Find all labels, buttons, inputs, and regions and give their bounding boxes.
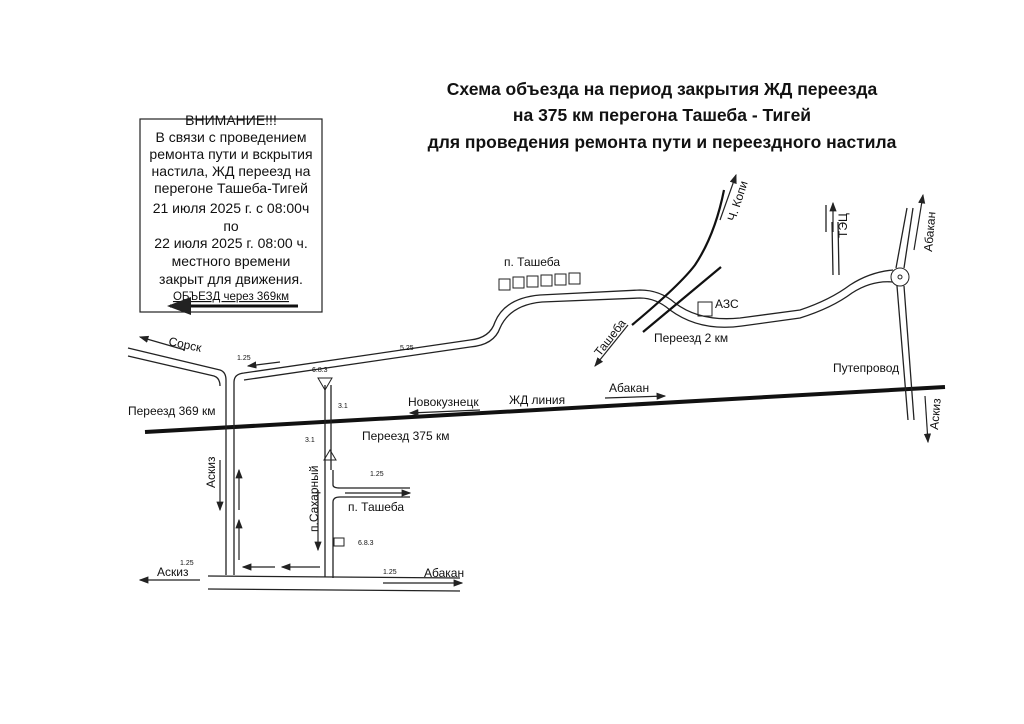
label-ch-kopi: Ч. Копи xyxy=(725,179,751,223)
sign-code: 1.25 xyxy=(383,569,397,576)
label-tasheba-village: п. Ташеба xyxy=(504,255,560,269)
road-sakharny xyxy=(324,470,410,578)
sign-plate-icon xyxy=(333,537,345,547)
warning-sign-icon xyxy=(323,449,337,461)
notice-line: 22 июля 2025 г. 08:00 ч. xyxy=(154,235,307,251)
label-sakharny: п.Сахарный xyxy=(307,466,321,532)
label-azs: АЗС xyxy=(715,297,739,311)
notice-line: настила, ЖД переезд на xyxy=(152,163,311,179)
label-askiz-bottom: Аскиз xyxy=(157,565,189,579)
notice-line: местного времени xyxy=(172,253,291,269)
label-abakan-north: Абакан xyxy=(921,211,938,252)
label-rail-line: ЖД линия xyxy=(509,393,565,407)
warning-sign-icon xyxy=(317,377,333,391)
title-line-1: Схема объезда на период закрытия ЖД пере… xyxy=(447,79,878,99)
label-abakan-bottom: Абакан xyxy=(424,566,464,580)
notice-heading: ВНИМАНИЕ!!! xyxy=(185,112,277,128)
label-overpass: Путепровод xyxy=(833,361,899,375)
road-tec xyxy=(825,205,840,276)
label-abakan-rail: Абакан xyxy=(609,381,649,395)
sign-code: 3.1 xyxy=(338,403,348,410)
notice-line: закрыт для движения. xyxy=(159,271,303,287)
title-line-2: на 375 км перегона Ташеба - Тигей xyxy=(513,105,811,125)
sign-code: 1.25 xyxy=(370,471,384,478)
label-askiz-vertical: Аскиз xyxy=(204,456,218,488)
sign-code: 6.8.3 xyxy=(312,367,328,374)
notice-line: В связи с проведением xyxy=(156,129,307,145)
roundabout xyxy=(890,267,910,287)
road-bottom xyxy=(207,575,461,592)
railway-line xyxy=(144,385,946,434)
gas-station-icon xyxy=(697,301,713,317)
notice-line: ремонта пути и вскрытия xyxy=(149,146,312,162)
label-crossing-369: Переезд 369 км xyxy=(128,404,216,418)
notice-line: 21 июля 2025 г. с 08:00ч xyxy=(153,200,310,216)
notice-detour: ОБЪЕЗД через 369км xyxy=(173,291,289,303)
arrow-icon xyxy=(719,173,737,221)
sign-code: 1.25 xyxy=(180,560,194,567)
village-houses xyxy=(498,272,581,291)
sign-code: 6.8.3 xyxy=(358,540,374,547)
arrow-icon xyxy=(604,392,667,400)
rail-ch-kopi xyxy=(631,189,726,326)
label-tec: ТЭЦ xyxy=(836,213,850,238)
arrow-icon xyxy=(923,395,932,444)
notice-box: ВНИМАНИЕ!!! В связи с проведением ремонт… xyxy=(139,112,323,315)
label-sorsk: Сорск xyxy=(167,334,203,355)
arrow-icon xyxy=(138,335,186,351)
sign-code: 3.1 xyxy=(305,437,315,444)
arrow-icon xyxy=(594,324,629,367)
label-tasheba-diag: Ташеба xyxy=(591,316,629,359)
notice-line: по xyxy=(223,218,239,234)
road-375-closed xyxy=(324,385,332,470)
label-tasheba-branch: п. Ташеба xyxy=(348,500,404,514)
road-abakan xyxy=(895,207,915,421)
rail-tasheba xyxy=(642,266,722,333)
notice-line: перегоне Ташеба-Тигей xyxy=(154,180,308,196)
arrow-icon xyxy=(408,409,481,417)
sign-code: 1.25 xyxy=(237,355,251,362)
sign-code: 5.25 xyxy=(400,345,414,352)
title-line-3: для проведения ремонта пути и переездног… xyxy=(428,132,897,152)
label-crossing-2km: Переезд 2 км xyxy=(654,331,728,345)
arrow-icon xyxy=(246,361,281,369)
arrow-icon xyxy=(913,193,926,251)
label-novokuznetsk: Новокузнецк xyxy=(408,395,479,409)
label-askiz-right: Аскиз xyxy=(927,397,944,430)
label-crossing-375: Переезд 375 км xyxy=(362,429,450,443)
road-sorsk xyxy=(127,269,894,575)
